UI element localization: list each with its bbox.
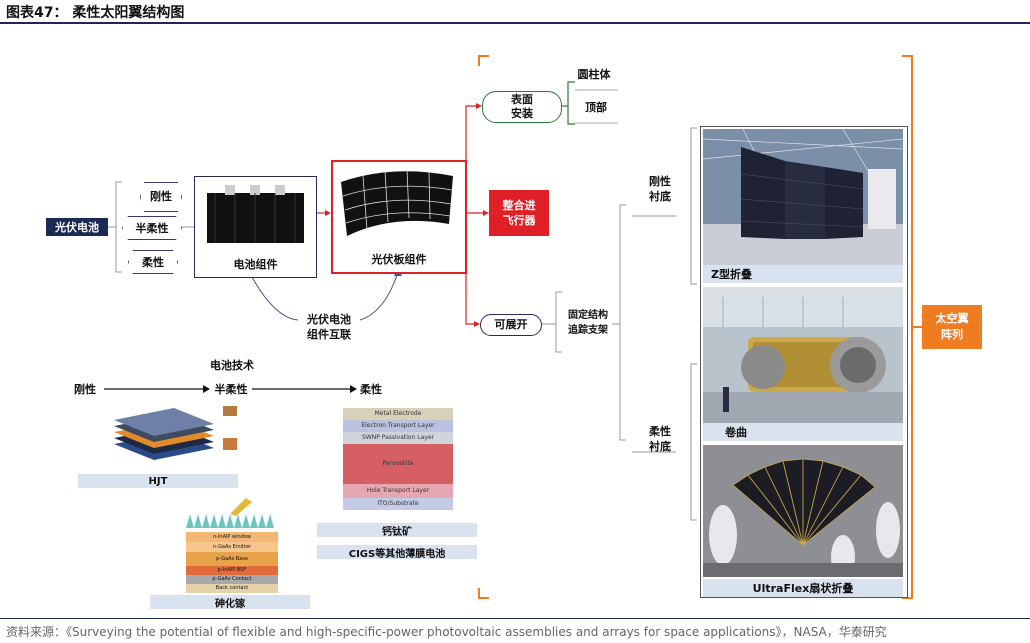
perov-layer: Hole Transport Layer (343, 484, 453, 498)
cigs-label: CIGS等其他薄膜电池 (317, 545, 477, 560)
caption-ultraflex: UltraFlex扇状折叠 (703, 579, 903, 597)
pv-panel-module-box: 光伏板组件 (331, 160, 467, 274)
gaas-label: 砷化镓 (150, 595, 310, 610)
photo-ultraflex (703, 445, 903, 577)
roll-image (703, 287, 903, 423)
gaas-stack: n-InAlP window n-GaAs Emitter p-GaAs Bas… (186, 512, 278, 593)
deployable-pill: 可展开 (480, 314, 542, 336)
type-rigid: 刚性 (140, 182, 182, 212)
ultraflex-image (703, 445, 903, 577)
stage-rigid: 刚性 (74, 383, 96, 396)
footer-rule (0, 618, 1030, 619)
type-semi-flexible: 半柔性 (122, 216, 182, 240)
perovskite-stack: Metal Electrode Electron Transport Layer… (343, 408, 453, 514)
space-array-box: 太空翼 阵列 (922, 305, 982, 349)
stage-flexible: 柔性 (360, 383, 382, 396)
top-label: 顶部 (585, 101, 607, 114)
tech-title: 电池技术 (210, 359, 254, 372)
pv-panel-image (341, 168, 453, 236)
gaas-layer: n-GaAs Emitter (186, 542, 278, 552)
flexible-substrate-label: 柔性 衬底 (649, 425, 671, 453)
hjt-image (114, 406, 237, 460)
cylinder-label: 圆柱体 (577, 68, 611, 81)
cell-module-label: 电池组件 (233, 258, 278, 271)
surface-mount-pill: 表面 安装 (482, 91, 562, 123)
gaas-layer: p-InAlP BSF (186, 566, 278, 575)
photos-frame (700, 126, 908, 598)
photo-roll (703, 287, 903, 423)
gaas-probe (230, 498, 252, 516)
cell-module-box: 电池组件 (194, 176, 317, 278)
figure-title: 图表47： 柔性太阳翼结构图 (6, 5, 185, 21)
pv-panel-label: 光伏板组件 (371, 253, 427, 266)
title-rule (0, 22, 1030, 24)
perovskite-label: 钙钛矿 (317, 523, 477, 538)
pv-cell-label: 光伏电池 (46, 218, 108, 236)
perov-layer: ITO/Substrate (343, 498, 453, 510)
perov-layer: Metal Electrode (343, 408, 453, 420)
cell-module-image (207, 185, 304, 243)
gaas-layer: p-GaAs Contact (186, 575, 278, 584)
gaas-layer: p-GaAs Base (186, 552, 278, 566)
interconnect-label: 光伏电池 组件互联 (307, 313, 351, 341)
photo-z-fold (703, 129, 903, 265)
source-note: 资料来源：《Surveying the potential of flexibl… (6, 625, 887, 639)
caption-roll: 卷曲 (703, 423, 903, 441)
gaas-layer: Back contact (186, 584, 278, 593)
integrate-spacecraft-box: 整合进 飞行器 (489, 190, 549, 236)
perov-layer: Perovskite (343, 444, 453, 484)
rigid-substrate-label: 刚性 衬底 (649, 175, 671, 203)
stage-semi-flexible: 半柔性 (214, 383, 248, 396)
hjt-label: HJT (78, 474, 238, 488)
z-fold-image (703, 129, 903, 265)
caption-z-fold: Z型折叠 (703, 265, 903, 283)
perov-layer: SWNP Passivation Layer (343, 432, 453, 444)
gaas-nanocones (186, 514, 274, 528)
fixed-tracking-label: 固定结构 追踪支架 (568, 310, 608, 336)
gaas-layer: n-InAlP window (186, 532, 278, 542)
type-flexible: 柔性 (128, 250, 178, 274)
perov-layer: Electron Transport Layer (343, 420, 453, 432)
